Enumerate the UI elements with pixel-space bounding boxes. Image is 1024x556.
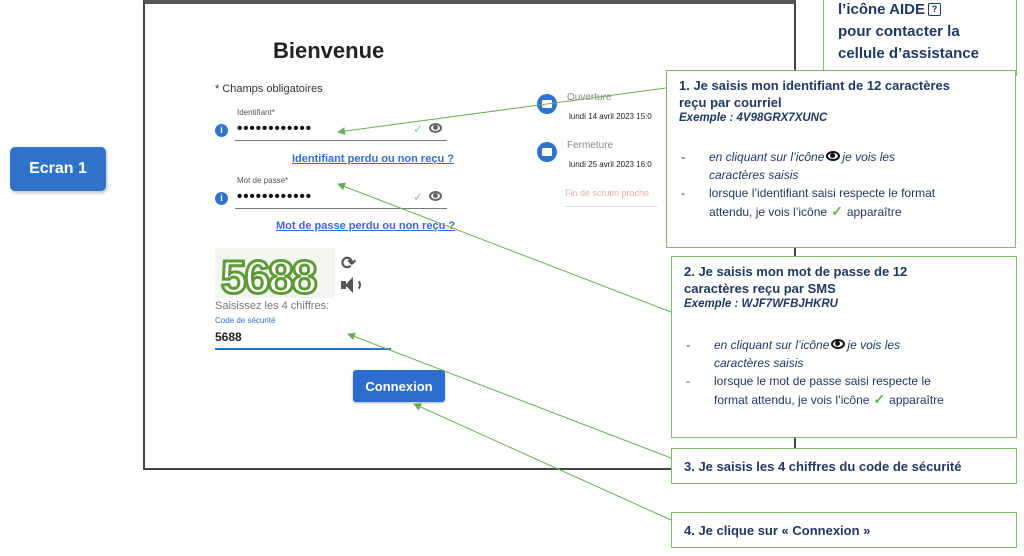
captcha-hint: Saisissez les 4 chiffres: [215,300,330,312]
identifier-lost-link[interactable]: Identifiant perdu ou non reçu ? [292,153,454,165]
audio-icon[interactable] [341,276,363,294]
connexion-button[interactable]: Connexion [353,370,445,402]
password-lost-link[interactable]: Mot de passe perdu ou non reçu ? [276,220,456,232]
callout-title: 2. Je saisis mon mot de passe de 12 [684,264,908,279]
closing-date: lundi 25 avril 2023 16:0 [569,160,652,169]
opening-title: Ouverture [567,92,612,103]
callout-title: 1. Je saisis mon identifiant de 12 carac… [679,78,950,93]
callout-title: 4. Je clique sur « Connexion » [684,523,871,538]
end-of-vote-label: Fin de scrutin proche [565,188,650,198]
callout-title: reçu par courriel [679,95,782,110]
field-underline [235,208,447,209]
callout-title: 3. Je saisis les 4 chiffres du code de s… [684,459,962,474]
help-note: l’icône AIDE? pour contacter la cellule … [823,0,1017,76]
security-code-label: Code de sécurité [215,316,276,325]
eye-icon [826,151,841,161]
callout-connexion: 4. Je clique sur « Connexion » [671,512,1017,548]
help-note-line3: cellule d’assistance [838,45,979,62]
security-code-underline [215,348,391,350]
eye-icon [831,339,846,349]
callout-security-code: 3. Je saisis les 4 chiffres du code de s… [671,448,1017,484]
check-icon: ✓ [413,190,424,204]
help-note-line1: l’icône AIDE [838,1,925,18]
opening-date: lundi 14 avril 2023 15:0 [569,112,652,121]
info-icon[interactable]: i [215,124,228,137]
calendar-icon [537,94,557,114]
identifier-input[interactable]: •••••••••••• [237,120,313,137]
help-icon: ? [927,3,941,16]
captcha-image: 5688 [215,248,335,305]
callout-bullet: lorsque le mot de passe saisi respecte l… [684,372,1004,409]
callout-title: caractères reçu par SMS [684,281,836,296]
eye-icon[interactable] [429,123,442,133]
required-fields-note: * Champs obligatoires [215,83,323,95]
password-input[interactable]: •••••••••••• [237,188,313,205]
welcome-title: Bienvenue [273,38,385,63]
callout-bullet: lorsque l’identifiant saisi respecte le … [679,184,1003,221]
security-code-input[interactable]: 5688 [215,330,242,344]
help-note-line2: pour contacter la [838,23,960,40]
check-icon: ✓ [831,203,843,219]
callout-example: Exemple : 4V98GRX7XUNC [679,112,828,124]
password-label: Mot de passe* [237,176,289,185]
callout-example: Exemple : WJF7WFBJHKRU [684,298,838,310]
info-icon[interactable]: i [215,192,228,205]
calendar-icon [537,142,557,162]
field-underline [235,140,447,141]
check-icon: ✓ [413,122,424,136]
eye-icon[interactable] [429,191,442,201]
check-icon: ✓ [873,391,886,407]
divider [565,206,657,207]
callout-password: 2. Je saisis mon mot de passe de 12 cara… [671,256,1017,438]
screen-tag: Ecran 1 [10,147,106,191]
refresh-icon[interactable]: ⟳ [341,253,357,273]
captcha-digits: 5688 [219,250,318,305]
identifier-label: Identifiant* [237,108,275,117]
callout-identifier: 1. Je saisis mon identifiant de 12 carac… [666,70,1016,248]
closing-title: Fermeture [567,140,614,151]
